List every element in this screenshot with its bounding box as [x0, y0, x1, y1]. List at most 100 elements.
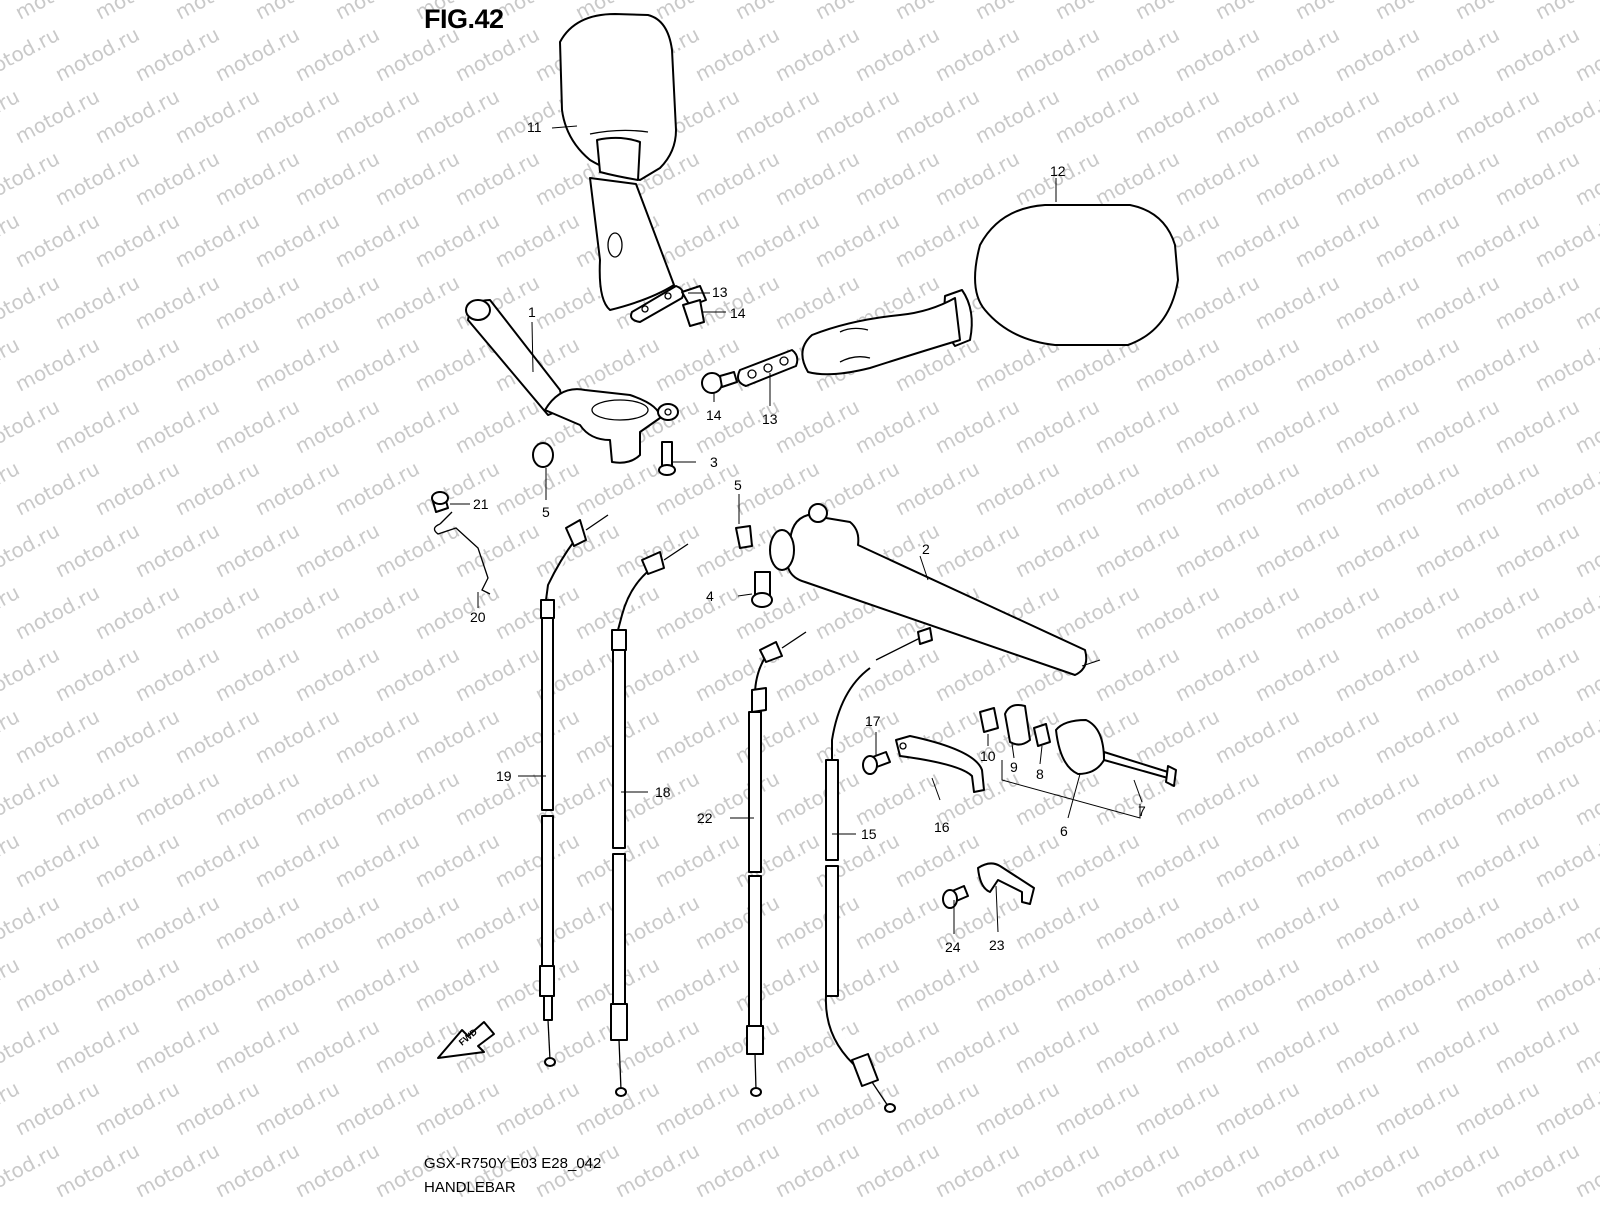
- callout-14-lower: 14: [706, 407, 722, 423]
- watermark-text: motod.ru: [1011, 518, 1103, 582]
- watermark-text: motod.ru: [131, 1138, 223, 1200]
- callout-8: 8: [1036, 766, 1044, 782]
- watermark-text: motod.ru: [851, 146, 943, 210]
- watermark-text: motod.ru: [211, 270, 303, 334]
- callout-23: 23: [989, 937, 1005, 953]
- watermark-text: motod.ru: [91, 208, 183, 272]
- right-handlebar: [769, 503, 1101, 676]
- watermark-text: motod.ru: [331, 952, 423, 1016]
- cable-holder-23: [977, 862, 1035, 905]
- watermark-text: motod.ru: [1011, 1138, 1103, 1200]
- watermark-text: motod.ru: [691, 270, 783, 334]
- watermark-text: motod.ru: [731, 704, 823, 768]
- watermark-text: motod.ru: [0, 1014, 63, 1078]
- watermark-text: motod.ru: [971, 1076, 1063, 1140]
- watermark-text: motod.ru: [1531, 456, 1600, 520]
- watermark-text: motod.ru: [1091, 146, 1183, 210]
- watermark-text: motod.ru: [251, 580, 343, 644]
- callout-21: 21: [473, 496, 489, 512]
- watermark-text: motod.ru: [91, 580, 183, 644]
- watermark-text: motod.ru: [851, 22, 943, 86]
- watermark-text: motod.ru: [371, 518, 463, 582]
- watermark-text: motod.ru: [851, 394, 943, 458]
- watermark-text: motod.ru: [51, 146, 143, 210]
- watermark-text: motod.ru: [1411, 146, 1503, 210]
- callout-20: 20: [470, 609, 486, 625]
- watermark-text: motod.ru: [1291, 84, 1383, 148]
- watermark-text: motod.ru: [171, 828, 263, 892]
- watermark-text: motod.ru: [251, 456, 343, 520]
- watermark-text: motod.ru: [11, 84, 103, 148]
- watermark-text: motod.ru: [131, 146, 223, 210]
- callout-5-left: 5: [542, 504, 550, 520]
- throttle-cable-19: [539, 514, 609, 1067]
- watermark-text: motod.ru: [1291, 332, 1383, 396]
- watermark-text: motod.ru: [251, 704, 343, 768]
- watermark-text: motod.ru: [1491, 146, 1583, 210]
- watermark-text: motod.ru: [1091, 890, 1183, 954]
- callout-19: 19: [496, 768, 512, 784]
- figure-title: FIG.42: [424, 4, 504, 34]
- watermark-text: motod.ru: [211, 22, 303, 86]
- watermark-text: motod.ru: [1211, 332, 1303, 396]
- watermark-text: motod.ru: [0, 642, 63, 706]
- watermark-text: motod.ru: [1411, 22, 1503, 86]
- watermark-text: motod.ru: [1171, 766, 1263, 830]
- watermark-text: motod.ru: [1291, 208, 1383, 272]
- watermark-text: motod.ru: [1291, 828, 1383, 892]
- watermark-text: motod.ru: [291, 890, 383, 954]
- callout-3: 3: [710, 454, 718, 470]
- watermark-text: motod.ru: [371, 766, 463, 830]
- watermark-text: motod.ru: [1371, 332, 1463, 396]
- watermark-text: motod.ru: [1491, 22, 1583, 86]
- watermark-text: motod.ru: [891, 208, 983, 272]
- callout-12: 12: [1050, 163, 1066, 179]
- callout-2: 2: [922, 541, 930, 557]
- bar-end-screw-7: [1103, 751, 1177, 787]
- watermark-text: motod.ru: [731, 208, 823, 272]
- watermark-text: motod.ru: [131, 394, 223, 458]
- watermark-text: motod.ru: [1451, 580, 1543, 644]
- watermark-text: motod.ru: [1491, 1138, 1583, 1200]
- left-handlebar: [465, 299, 679, 464]
- callout-24: 24: [945, 939, 961, 955]
- watermark-text: motod.ru: [0, 270, 63, 334]
- watermark-text: motod.ru: [1331, 146, 1423, 210]
- watermark-text: motod.ru: [1131, 456, 1223, 520]
- watermark-text: motod.ru: [11, 828, 103, 892]
- watermark-text: motod.ru: [1451, 0, 1543, 24]
- watermark-text: motod.ru: [1171, 1014, 1263, 1078]
- watermark-text: motod.ru: [1451, 208, 1543, 272]
- watermark-text: motod.ru: [51, 270, 143, 334]
- watermark-text: motod.ru: [131, 1014, 223, 1078]
- model-code-caption: GSX-R750Y E03 E28_042: [424, 1155, 602, 1172]
- watermark-text: motod.ru: [1411, 394, 1503, 458]
- watermark-text: motod.ru: [1451, 456, 1543, 520]
- watermark-text: motod.ru: [1291, 952, 1383, 1016]
- watermark-text: motod.ru: [131, 22, 223, 86]
- watermark-text: motod.ru: [51, 766, 143, 830]
- cable-15: [824, 627, 933, 1113]
- watermark-text: motod.ru: [1531, 1076, 1600, 1140]
- watermark-text: motod.ru: [291, 518, 383, 582]
- watermark-text: motod.ru: [331, 1076, 423, 1140]
- watermark-text: motod.ru: [891, 84, 983, 148]
- watermark-text: motod.ru: [1331, 270, 1423, 334]
- watermark-text: motod.ru: [771, 146, 863, 210]
- watermark-text: motod.ru: [731, 952, 823, 1016]
- watermark-text: motod.ru: [651, 0, 743, 24]
- watermark-text: motod.ru: [91, 704, 183, 768]
- watermark-text: motod.ru: [1171, 518, 1263, 582]
- watermark-text: motod.ru: [651, 1076, 743, 1140]
- watermark-text: motod.ru: [451, 394, 543, 458]
- watermark-text: motod.ru: [1131, 332, 1223, 396]
- watermark-text: motod.ru: [1171, 642, 1263, 706]
- watermark-text: motod.ru: [131, 642, 223, 706]
- watermark-text: motod.ru: [1171, 146, 1263, 210]
- watermark-text: motod.ru: [771, 394, 863, 458]
- callout-22: 22: [697, 810, 713, 826]
- watermark-text: motod.ru: [91, 84, 183, 148]
- bar-end-group-bracket: [1001, 760, 1141, 819]
- watermark-text: motod.ru: [331, 704, 423, 768]
- watermark-text: motod.ru: [1371, 828, 1463, 892]
